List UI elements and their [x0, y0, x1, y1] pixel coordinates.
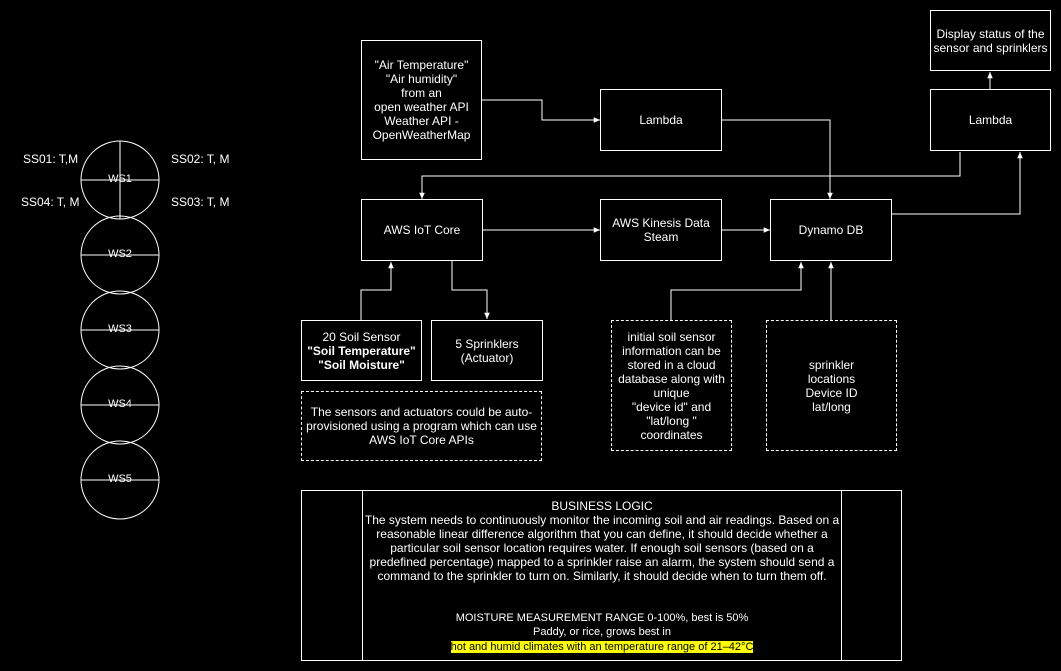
- dynamo-db-label: Dynamo DB: [798, 223, 864, 237]
- soil-db-line-8: coordinates: [640, 427, 703, 442]
- weather-api-box: "Air Temperature" "Air humidity" from an…: [361, 40, 482, 160]
- kinesis-line-2: Steam: [643, 230, 679, 244]
- soil-db-line-2: information can be: [622, 343, 721, 358]
- business-logic-box: BUSINESS LOGIC The system needs to conti…: [301, 490, 902, 661]
- soil-db-note: initial soil sensor information can be s…: [611, 320, 732, 451]
- ws5-label: WS5: [108, 473, 132, 485]
- arrow-lambda-to-iot: [419, 152, 961, 199]
- arrow-soilnote-to-dynamo: [670, 262, 804, 320]
- sprinkler-note-line-2: locations: [807, 371, 856, 386]
- provisioning-line-2: provisioned using a program which can us…: [306, 419, 537, 433]
- soil-db-line-4: database along with: [618, 371, 725, 386]
- temperature-highlight: hot and humid climates with an temperatu…: [450, 641, 754, 653]
- business-logic-right-divider: [841, 491, 842, 660]
- iot-core-box: AWS IoT Core: [361, 199, 483, 261]
- soil-db-line-6: "device id" and: [631, 399, 712, 414]
- sprinklers-box: 5 Sprinklers (Actuator): [431, 320, 543, 381]
- paddy-text: Paddy, or rice, grows best in: [533, 626, 671, 638]
- weather-line-2: "Air humidity": [385, 72, 458, 86]
- arrow-iot-to-sprinklers: [451, 261, 490, 319]
- business-logic-content: BUSINESS LOGIC The system needs to conti…: [363, 499, 841, 654]
- display-status-line-1: Display status of the: [936, 26, 1045, 41]
- soil-sensor-line-2: "Soil Temperature": [307, 343, 416, 358]
- kinesis-box: AWS Kinesis Data Steam: [600, 199, 722, 261]
- weather-line-6: OpenWeatherMap: [372, 128, 471, 142]
- sprinkler-location-note: sprinkler locations Device ID lat/long: [766, 320, 897, 451]
- sprinklers-line-2: (Actuator): [460, 350, 514, 365]
- weather-line-5: Weather API -: [384, 114, 459, 128]
- display-status-box: Display status of the sensor and sprinkl…: [930, 10, 1051, 71]
- soil-db-line-7: "lat/long ": [646, 413, 697, 428]
- soil-db-line-3: stored in a cloud: [627, 357, 716, 372]
- provisioning-line-1: The sensors and actuators could be auto-: [310, 405, 533, 419]
- arrow-lambda-to-dynamo: [722, 119, 833, 199]
- ss02-label: SS02: T, M: [171, 152, 230, 166]
- lambda-display-box: Lambda: [930, 89, 1051, 151]
- provisioning-line-3: AWS IoT Core APIs: [369, 433, 474, 447]
- arrow-weather-to-lambda: [482, 99, 600, 123]
- business-logic-title: BUSINESS LOGIC: [551, 499, 653, 513]
- provisioning-note: The sensors and actuators could be auto-…: [301, 391, 542, 461]
- ss03-label: SS03: T, M: [171, 195, 230, 209]
- sprinkler-note-line-3: Device ID: [805, 385, 858, 400]
- soil-sensor-line-3: "Soil Moisture": [318, 357, 405, 372]
- ss04-label: SS04: T, M: [21, 195, 80, 209]
- weather-station-column: [80, 140, 160, 520]
- soil-db-line-5: unique: [653, 385, 690, 400]
- business-logic-left-divider: [362, 491, 363, 660]
- ws4-label: WS4: [108, 398, 132, 410]
- ss01-label: SS01: T,M: [23, 152, 79, 166]
- ws2-label: WS2: [108, 248, 132, 260]
- iot-core-label: AWS IoT Core: [383, 223, 461, 237]
- kinesis-line-1: AWS Kinesis Data: [612, 216, 710, 230]
- dynamo-db-box: Dynamo DB: [770, 199, 892, 261]
- sprinkler-note-line-4: lat/long: [812, 399, 851, 414]
- ws3-label: WS3: [108, 323, 132, 335]
- sprinklers-line-1: 5 Sprinklers: [455, 336, 519, 351]
- lambda-label: Lambda: [639, 113, 683, 127]
- lambda-display-label: Lambda: [968, 113, 1013, 127]
- weather-line-3: from an: [401, 86, 442, 100]
- soil-sensor-box: 20 Soil Sensor "Soil Temperature" "Soil …: [301, 320, 422, 381]
- sprinkler-note-line-1: sprinkler: [808, 357, 855, 372]
- display-status-line-2: sensor and sprinklers: [933, 40, 1048, 55]
- business-logic-body: The system needs to continuously monitor…: [364, 513, 840, 583]
- arrow-dynamo-to-lambda: [892, 152, 1023, 215]
- weather-line-4: open weather API: [374, 100, 469, 114]
- lambda-box: Lambda: [600, 89, 722, 151]
- ws1-label: WS1: [108, 173, 132, 185]
- soil-db-line-1: initial soil sensor: [627, 329, 716, 344]
- soil-sensor-line-1: 20 Soil Sensor: [322, 329, 401, 344]
- weather-line-1: "Air Temperature": [374, 58, 469, 72]
- moisture-range: MOISTURE MEASUREMENT RANGE 0-100%, best …: [455, 612, 749, 624]
- arrow-sensor-to-iot: [360, 262, 394, 320]
